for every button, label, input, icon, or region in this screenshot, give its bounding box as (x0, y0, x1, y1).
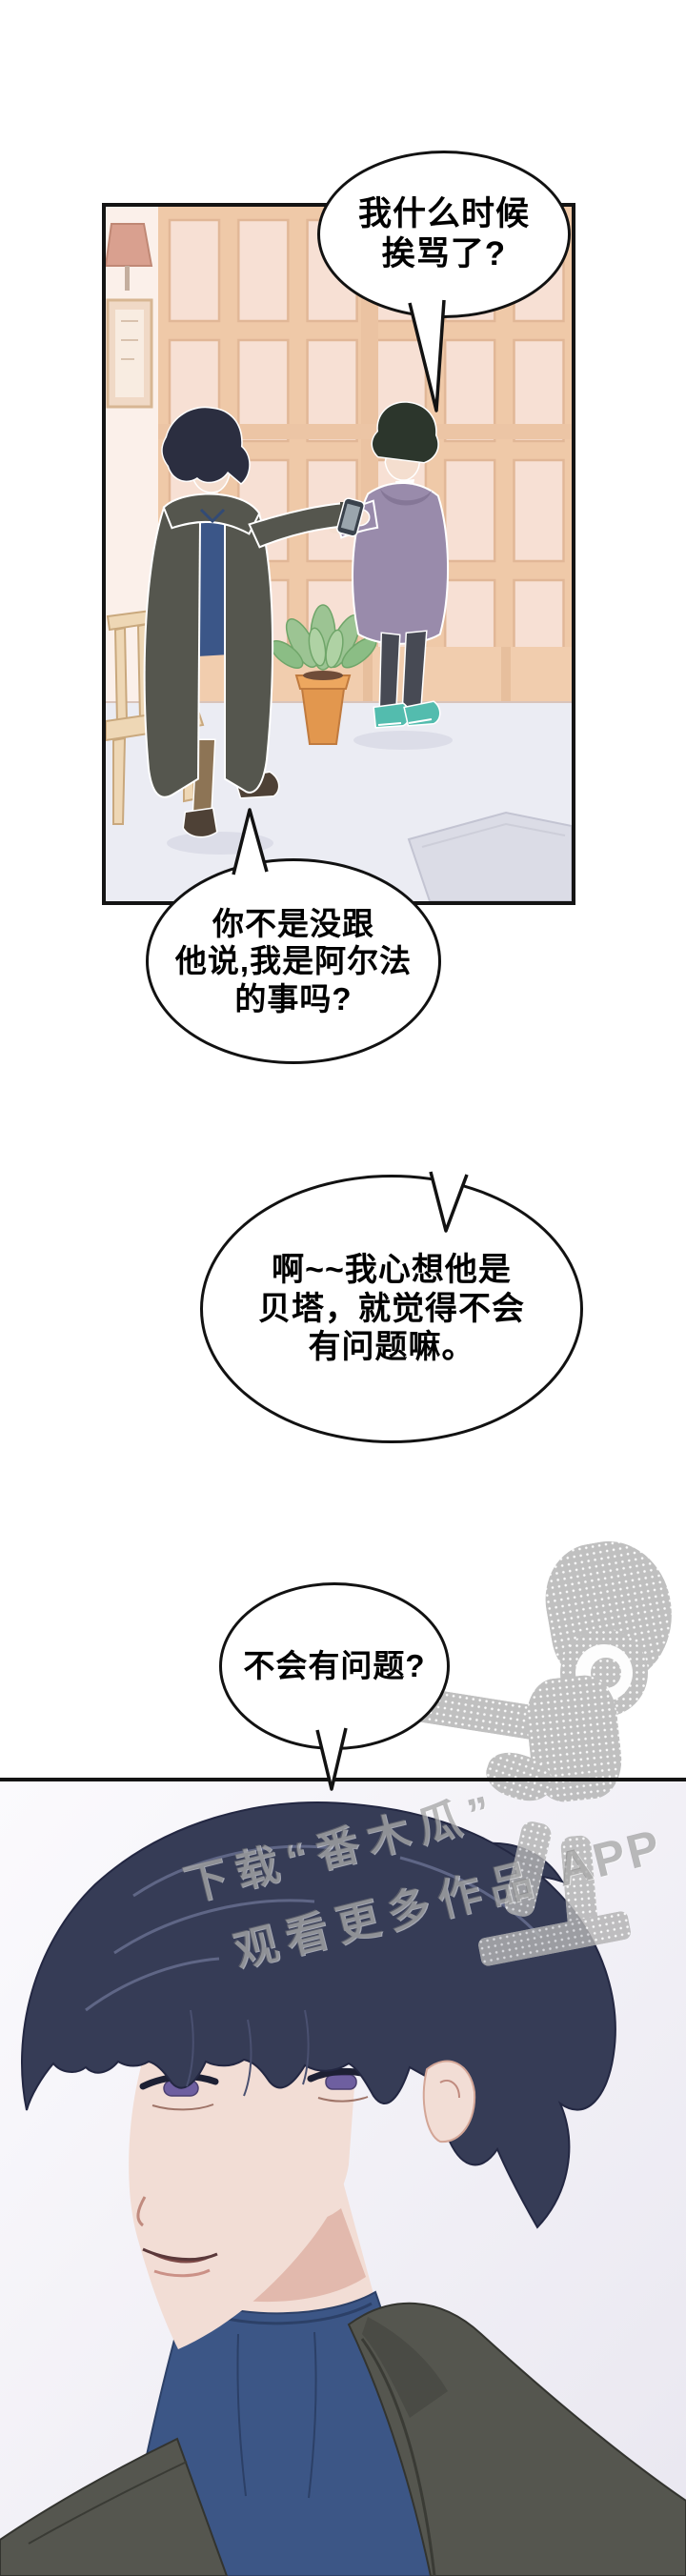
face-closeup-art (0, 1781, 686, 2576)
bubble-text-line: 挨骂了? (381, 235, 507, 272)
closeup-coat (0, 2302, 686, 2576)
bubble-text-line: 不会有问题? (243, 1648, 426, 1684)
picture-frame (106, 298, 153, 409)
panel-face-closeup (0, 1781, 686, 2576)
ear (422, 2060, 476, 2143)
bubble-text-line: 的事吗? (234, 980, 353, 1016)
wall-lamp (106, 223, 153, 291)
bubble-text-line: 我什么时候 (357, 195, 530, 232)
potted-plant (270, 604, 377, 745)
phone (336, 497, 365, 537)
bubble-text-line: 啊~~我心想他是 (272, 1251, 512, 1288)
right-eye (307, 2067, 375, 2103)
mascot-eye-white (575, 1644, 633, 1701)
mouth (142, 2247, 218, 2278)
bubble-text-line: 你不是没跟 (212, 905, 374, 941)
mascot-eye-pupil (591, 1658, 621, 1688)
character-hoodie-man (328, 401, 450, 729)
bubble-text-line: 贝塔，就觉得不会 (258, 1290, 525, 1327)
street-scene-art (106, 207, 572, 901)
panel-street-scene (102, 203, 575, 905)
bubble-text-line: 他说,我是阿尔法 (174, 943, 413, 979)
mascot-body (535, 1531, 684, 1695)
bubble-text-line: 有问题嘛。 (308, 1329, 475, 1366)
mascot-eye-icon (560, 1629, 648, 1717)
speech-bubble-1: 我什么时候 挨骂了? (317, 151, 571, 318)
nose (136, 2196, 147, 2227)
speech-bubble-2: 你不是没跟 他说,我是阿尔法 的事吗? (146, 858, 441, 1064)
panel-divider-line (0, 1778, 686, 1781)
speech-bubble-4: 不会有问题? (219, 1582, 450, 1750)
speech-bubble-3: 啊~~我心想他是 贝塔，就觉得不会 有问题嘛。 (200, 1175, 583, 1443)
